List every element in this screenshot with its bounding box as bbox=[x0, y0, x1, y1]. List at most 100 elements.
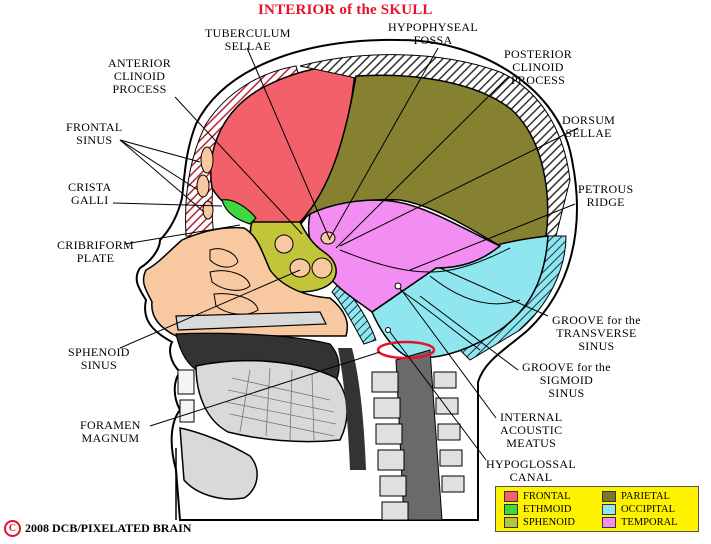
label-line: RIDGE bbox=[586, 195, 625, 209]
label-line: SIGMOID bbox=[539, 373, 594, 387]
label-line: ANTERIOR bbox=[108, 56, 172, 70]
bone-color-legend: FRONTAL PARIETAL ETHMOID OCCIPITAL SPHEN… bbox=[495, 486, 699, 532]
label-line: INTERNAL bbox=[500, 410, 563, 424]
tongue bbox=[195, 359, 348, 443]
label-line: MAGNUM bbox=[81, 431, 140, 445]
legend-label: OCCIPITAL bbox=[621, 503, 675, 515]
legend-swatch bbox=[602, 516, 616, 528]
label-petrous-ridge: PETROUS RIDGE bbox=[578, 183, 633, 209]
legend-item-frontal: FRONTAL bbox=[504, 490, 571, 502]
legend-swatch bbox=[602, 490, 616, 502]
legend-item-temporal: TEMPORAL bbox=[602, 516, 678, 528]
label-line: FRONTAL bbox=[66, 120, 123, 134]
diagram-title: INTERIOR of the SKULL bbox=[258, 2, 433, 18]
label-line: PLATE bbox=[76, 251, 115, 265]
label-line: SINUS bbox=[548, 386, 585, 400]
ethmoid-bone bbox=[221, 199, 257, 225]
label-line: GALLI bbox=[71, 193, 109, 207]
label-line: CRISTA bbox=[68, 180, 112, 194]
legend-swatch bbox=[602, 503, 616, 515]
pharynx bbox=[338, 348, 366, 470]
label-sphenoid-sinus: SPHENOID SINUS bbox=[68, 346, 130, 372]
nasal-concha bbox=[213, 293, 259, 315]
hard-palate bbox=[175, 311, 327, 331]
label-posterior-clinoid-process: POSTERIOR CLINOID PROCESS bbox=[504, 48, 572, 87]
legend-item-ethmoid: ETHMOID bbox=[504, 503, 571, 515]
label-anterior-clinoid-process: ANTERIOR CLINOID PROCESS bbox=[108, 57, 171, 96]
sphenoid-sinus-cell bbox=[311, 257, 333, 279]
internal-acoustic-meatus-mark bbox=[394, 282, 402, 290]
label-line: FOSSA bbox=[413, 33, 453, 47]
label-line: SPHENOID bbox=[68, 345, 130, 359]
label-line: CLINOID bbox=[113, 69, 166, 83]
label-cribriform-plate: CRIBRIFORM PLATE bbox=[57, 239, 134, 265]
transverse-groove-line bbox=[429, 275, 521, 305]
legend-label: SPHENOID bbox=[523, 516, 575, 528]
copyright-notice: C 2008 DCB/PIXELATED BRAIN bbox=[4, 520, 191, 537]
legend-item-parietal: PARIETAL bbox=[602, 490, 670, 502]
label-line: HYPOPHYSEAL bbox=[388, 20, 478, 34]
label-line: CLINOID bbox=[512, 60, 564, 74]
legend-swatch bbox=[504, 516, 518, 528]
tongue-muscle-lines bbox=[225, 367, 337, 441]
legend-label: FRONTAL bbox=[523, 490, 571, 502]
frontal-sinus-cell bbox=[196, 174, 210, 198]
label-crista-galli: CRISTA GALLI bbox=[68, 181, 112, 207]
copyright-text: 2008 DCB/PIXELATED BRAIN bbox=[25, 521, 192, 535]
label-line: GROOVE for the bbox=[552, 313, 641, 327]
label-line: PETROUS bbox=[578, 182, 634, 196]
label-foramen-magnum: FORAMEN MAGNUM bbox=[80, 419, 141, 445]
label-frontal-sinus: FRONTAL SINUS bbox=[66, 121, 122, 147]
teeth bbox=[179, 399, 195, 423]
label-groove-sigmoid-sinus: GROOVE for the SIGMOID SINUS bbox=[522, 361, 611, 400]
legend-swatch bbox=[504, 503, 518, 515]
mandible bbox=[179, 427, 258, 500]
teeth bbox=[177, 369, 195, 395]
nasal-concha bbox=[209, 270, 251, 291]
legend-label: PARIETAL bbox=[621, 490, 670, 502]
legend-label: ETHMOID bbox=[523, 503, 572, 515]
label-dorsum-sellae: DORSUM SELLAE bbox=[562, 114, 615, 140]
sphenoid-sinus-cell bbox=[274, 234, 294, 254]
label-line: PROCESS bbox=[510, 73, 566, 87]
label-line: PROCESS bbox=[112, 82, 167, 96]
leader-lines bbox=[112, 47, 579, 461]
label-line: MEATUS bbox=[506, 436, 557, 450]
sigmoid-groove-line bbox=[399, 289, 481, 351]
label-line: SELLAE bbox=[565, 126, 612, 140]
legend-item-occipital: OCCIPITAL bbox=[602, 503, 675, 515]
label-line: GROOVE for the bbox=[522, 360, 611, 374]
label-line: HYPOGLOSSAL bbox=[486, 457, 576, 471]
legend-swatch bbox=[504, 490, 518, 502]
label-groove-transverse-sinus: GROOVE for the TRANSVERSE SINUS bbox=[552, 314, 641, 353]
label-line: POSTERIOR bbox=[504, 47, 573, 61]
petrous-ridge-line bbox=[339, 247, 511, 273]
hypoglossal-canal-mark bbox=[385, 327, 391, 333]
label-tuberculum-sellae: TUBERCULUM SELLAE bbox=[205, 27, 291, 53]
sphenoid-sinus-cell bbox=[289, 258, 311, 278]
label-hypoglossal-canal: HYPOGLOSSAL CANAL bbox=[486, 458, 576, 484]
nasal-concha bbox=[209, 248, 239, 268]
label-line: CRIBRIFORM bbox=[57, 238, 135, 252]
copyright-icon: C bbox=[4, 520, 21, 537]
label-line: FORAMEN bbox=[80, 418, 141, 432]
legend-item-sphenoid: SPHENOID bbox=[504, 516, 575, 528]
label-line: SINUS bbox=[76, 133, 113, 147]
label-line: SELLAE bbox=[224, 39, 272, 53]
label-line: DORSUM bbox=[562, 113, 616, 127]
label-line: ACOUSTIC bbox=[500, 423, 563, 437]
label-line: TRANSVERSE bbox=[556, 326, 637, 340]
label-line: CANAL bbox=[509, 470, 553, 484]
label-line: TUBERCULUM bbox=[205, 26, 291, 40]
legend-label: TEMPORAL bbox=[621, 516, 678, 528]
frontal-sinus-cell bbox=[202, 200, 214, 220]
label-line: SINUS bbox=[80, 358, 117, 372]
label-hypophyseal-fossa: HYPOPHYSEAL FOSSA bbox=[388, 21, 478, 47]
label-internal-acoustic-meatus: INTERNAL ACOUSTIC MEATUS bbox=[500, 411, 562, 450]
foramen-magnum-outline bbox=[376, 340, 436, 360]
vertebrae bbox=[371, 371, 465, 521]
frontal-sinus-cell bbox=[200, 146, 214, 174]
label-line: SINUS bbox=[578, 339, 615, 353]
